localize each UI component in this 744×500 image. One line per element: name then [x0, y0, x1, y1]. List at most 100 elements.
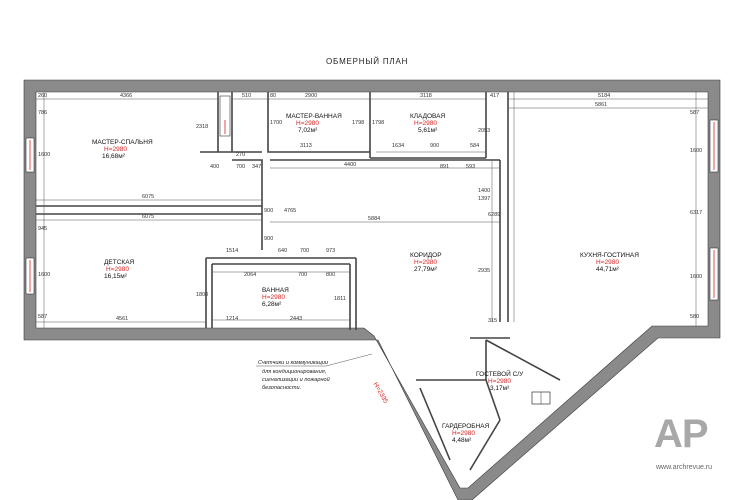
dim-text: 2900 [305, 93, 317, 99]
dim-text: 4400 [344, 162, 356, 168]
dim-text: 1600 [690, 274, 702, 280]
dim-text: 700 [298, 272, 307, 278]
room-name: МАСТЕР-СПАЛЬНЯ [92, 139, 153, 146]
dim-text: 4366 [120, 93, 132, 99]
dim-text: 1811 [334, 296, 346, 302]
dim-text: 2443 [290, 316, 302, 322]
dim-text: 640 [278, 248, 287, 254]
annotation-line: Счетчики и коммуникации [258, 360, 328, 366]
dim-text: 800 [326, 272, 335, 278]
dim-text: 1600 [38, 272, 50, 278]
room-kitchen-living: КУХНЯ-ГОСТИНАЯ H=2980 44,71м² [580, 252, 639, 273]
dim-text: 900 [264, 236, 273, 242]
room-master-bathroom: МАСТЕР-ВАННАЯ H=2980 7,02м² [286, 113, 342, 134]
plan-title: ОБМЕРНЫЙ ПЛАН [326, 57, 408, 66]
room-wardrobe: ГАРДЕРОБНАЯ H=2980 4,48м² [442, 423, 490, 444]
logo-url[interactable]: www.archrevue.ru [656, 464, 713, 471]
dim-text: 1798 [372, 120, 384, 126]
room-height: H=2980 [596, 259, 619, 266]
annotation-line: безопасности. [262, 385, 301, 391]
room-height: H=2980 [106, 266, 129, 273]
room-height: H=2980 [414, 120, 437, 127]
dim-text: 786 [38, 110, 47, 116]
dim-text: 5884 [368, 216, 380, 222]
dim-text: 945 [38, 226, 47, 232]
interior-partitions [36, 92, 561, 471]
room-height: H=2980 [296, 120, 319, 127]
room-master-bedroom: МАСТЕР-СПАЛЬНЯ H=2980 16,68м² [92, 139, 153, 160]
room-name: МАСТЕР-ВАННАЯ [286, 113, 342, 120]
utility-annotation: Счетчики и коммуникации для кондициониро… [256, 353, 373, 391]
logo: AP www.archrevue.ru [652, 412, 734, 484]
room-height: H=2980 [414, 259, 437, 266]
dim-text: 1600 [690, 148, 702, 154]
dim-text: 400 [210, 164, 219, 170]
room-height: H=2980 [104, 146, 127, 153]
room-name: КОРИДОР [410, 252, 442, 259]
dim-text: 270 [236, 152, 245, 158]
dim-text: 6289 [488, 212, 500, 218]
dim-text: 593 [466, 164, 475, 170]
dim-text: 80 [270, 93, 276, 99]
room-name: КЛАДОВАЯ [410, 113, 446, 120]
dim-text: 584 [470, 143, 479, 149]
dim-text: 315 [488, 318, 497, 324]
room-height: H=2980 [452, 430, 475, 437]
outer-wall-edge [23, 79, 721, 500]
dim-text: 1700 [270, 120, 282, 126]
room-area: 16,68м² [102, 153, 126, 160]
dim-text: 1634 [392, 143, 404, 149]
dimension-labels: 4366 510 80 2900 3118 417 5184 5861 2318… [38, 93, 702, 324]
dim-text: 260 [38, 93, 47, 99]
room-name: ГОСТЕВОЙ С/У [476, 369, 524, 378]
dim-text: 5861 [595, 102, 607, 108]
room-area: 27,79м² [414, 266, 438, 273]
room-kids: ДЕТСКАЯ H=2980 16,15м² [104, 259, 135, 280]
dim-text: 347 [252, 164, 261, 170]
dim-text: 5184 [598, 93, 610, 99]
dim-text: 4561 [116, 316, 128, 322]
room-guest-wc: ГОСТЕВОЙ С/У H=2980 3,17м² [476, 369, 524, 392]
dim-text: 1800 [196, 292, 208, 298]
room-area: 44,71м² [596, 266, 620, 273]
dim-text: 900 [264, 208, 273, 214]
dim-text: 700 [236, 164, 245, 170]
room-area: 6,28м² [262, 301, 282, 308]
room-height: H=2980 [262, 294, 285, 301]
room-area: 4,48м² [452, 437, 472, 444]
inner-wall-edge [35, 91, 709, 489]
dim-text: 6075 [142, 214, 154, 220]
dim-text: 3118 [420, 93, 432, 99]
dim-text: 2064 [244, 272, 256, 278]
room-name: ВАННАЯ [262, 287, 289, 294]
room-corridor: КОРИДОР H=2980 27,79м² [410, 252, 442, 273]
room-area: 16,15м² [104, 273, 128, 280]
dim-text: 587 [38, 314, 47, 320]
annotation-line: для кондиционирования, [262, 369, 326, 375]
dim-text: 1600 [38, 152, 50, 158]
room-area: 3,17м² [490, 385, 510, 392]
room-area: 5,61м² [418, 127, 438, 134]
room-name: ДЕТСКАЯ [104, 259, 135, 266]
room-height: H=2980 [488, 378, 511, 385]
dim-text: 1400 [478, 188, 490, 194]
dim-text: 891 [440, 164, 449, 170]
riser-marker: Н=2335 [372, 381, 390, 405]
dim-text: 6317 [690, 210, 702, 216]
dim-text: 900 [430, 143, 439, 149]
dim-text: 1397 [478, 196, 490, 202]
dim-text: 700 [300, 248, 309, 254]
dim-text: 6075 [142, 194, 154, 200]
dim-text: 587 [690, 110, 699, 116]
room-name: КУХНЯ-ГОСТИНАЯ [580, 252, 639, 259]
dim-text: 580 [690, 314, 699, 320]
dim-text: 4765 [284, 208, 296, 214]
room-area: 7,02м² [298, 127, 318, 134]
dim-text: 1798 [352, 120, 364, 126]
windows [25, 95, 719, 301]
dim-text: 417 [490, 93, 499, 99]
dim-text: 2318 [196, 124, 208, 130]
dimension-lines [36, 92, 708, 328]
room-name: ГАРДЕРОБНАЯ [442, 423, 490, 430]
